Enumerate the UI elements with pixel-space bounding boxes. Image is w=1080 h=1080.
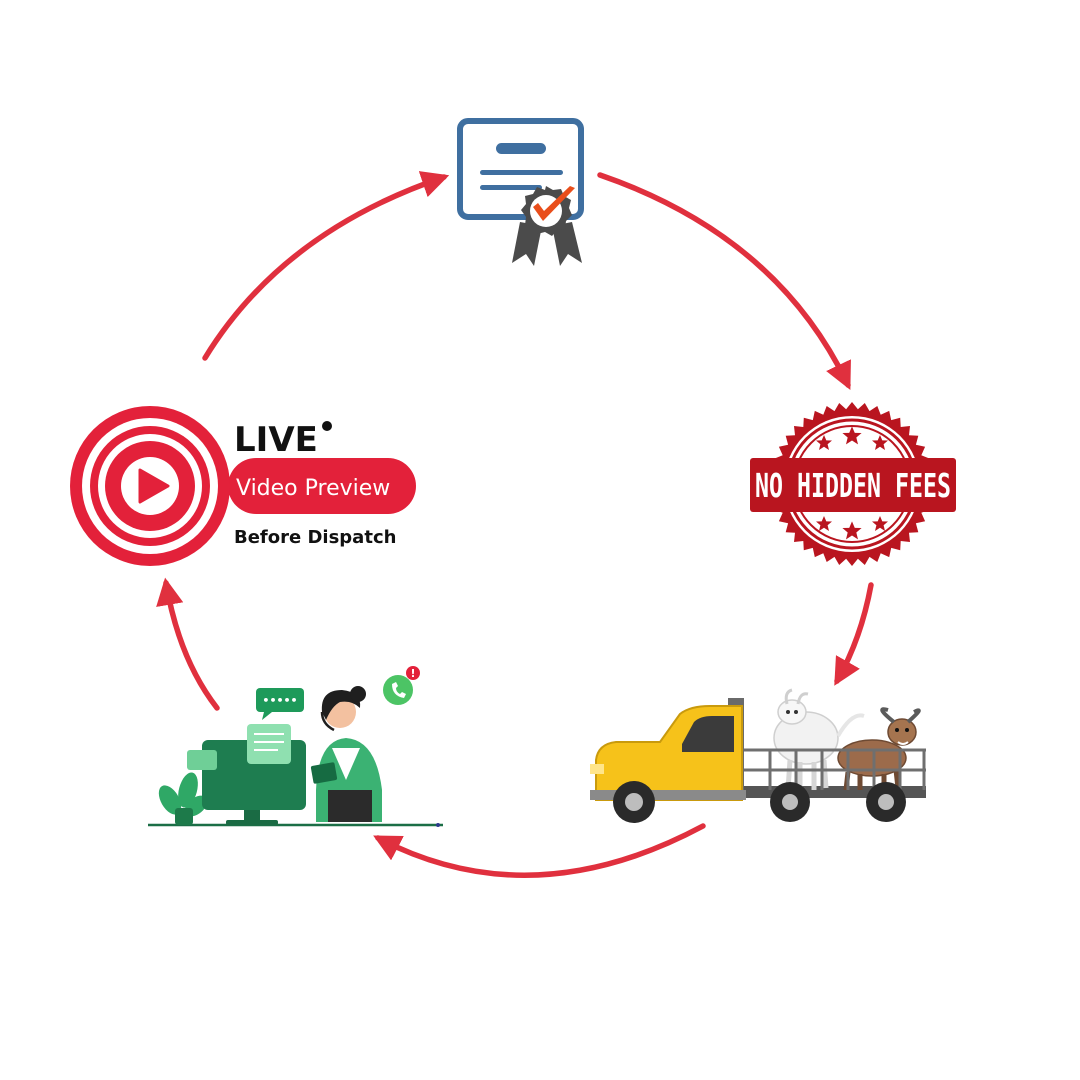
- stamp-banner: [750, 458, 956, 512]
- arrow-support-to-live: [156, 577, 220, 711]
- no-hidden-fees-label: NO HIDDEN FEES: [755, 466, 951, 505]
- livestock-truck-illustration: [590, 688, 926, 823]
- document-card: [247, 724, 291, 764]
- arrow-truck-to-support: [373, 823, 706, 878]
- live-video-preview-badge: LIVE Video Preview Before Dispatch: [70, 406, 416, 566]
- star-icon: [816, 435, 832, 450]
- arrow-fees-to-truck: [834, 582, 874, 686]
- live-dot-icon: [322, 421, 332, 431]
- play-icon: [138, 468, 170, 504]
- video-preview-label: Video Preview: [236, 476, 390, 501]
- live-label: LIVE: [234, 420, 318, 460]
- chat-bubble-icon: •••••: [256, 688, 304, 720]
- plant-icon: [158, 772, 208, 825]
- truck-window: [682, 716, 734, 752]
- no-hidden-fees-stamp: NO HIDDEN FEES: [750, 402, 956, 566]
- video-preview-pill: [228, 458, 416, 514]
- star-icon: [816, 516, 832, 531]
- before-dispatch-label: Before Dispatch: [234, 527, 396, 548]
- star-icon: [842, 521, 862, 540]
- truck-wheel: [866, 782, 906, 822]
- notification-badge: [406, 666, 420, 680]
- customer-support-illustration: ••••• !: [148, 666, 443, 827]
- certificate-icon: [457, 118, 584, 266]
- arrow-certificate-to-fees: [597, 172, 851, 390]
- truck-wheel: [770, 782, 810, 822]
- chart-card: [187, 750, 217, 770]
- chat-bubble-text: •••••: [262, 694, 297, 707]
- white-goat-illustration: [773, 688, 865, 791]
- cycle-arrows: [156, 171, 874, 878]
- arrow-live-to-certificate: [202, 171, 450, 361]
- whatsapp-icon: !: [383, 666, 420, 705]
- star-icon: [872, 435, 888, 450]
- tablet-icon: [310, 762, 338, 784]
- cage-bars: [744, 748, 926, 790]
- star-icon: [872, 516, 888, 531]
- headset-icon: [320, 711, 335, 732]
- support-agent-person: [310, 686, 382, 822]
- ribbon-icon: [512, 222, 582, 266]
- notification-count: !: [410, 667, 415, 680]
- star-icon: [842, 426, 862, 445]
- truck-wheel: [613, 781, 655, 823]
- stamp-stars: [816, 426, 888, 540]
- check-icon: [533, 186, 575, 221]
